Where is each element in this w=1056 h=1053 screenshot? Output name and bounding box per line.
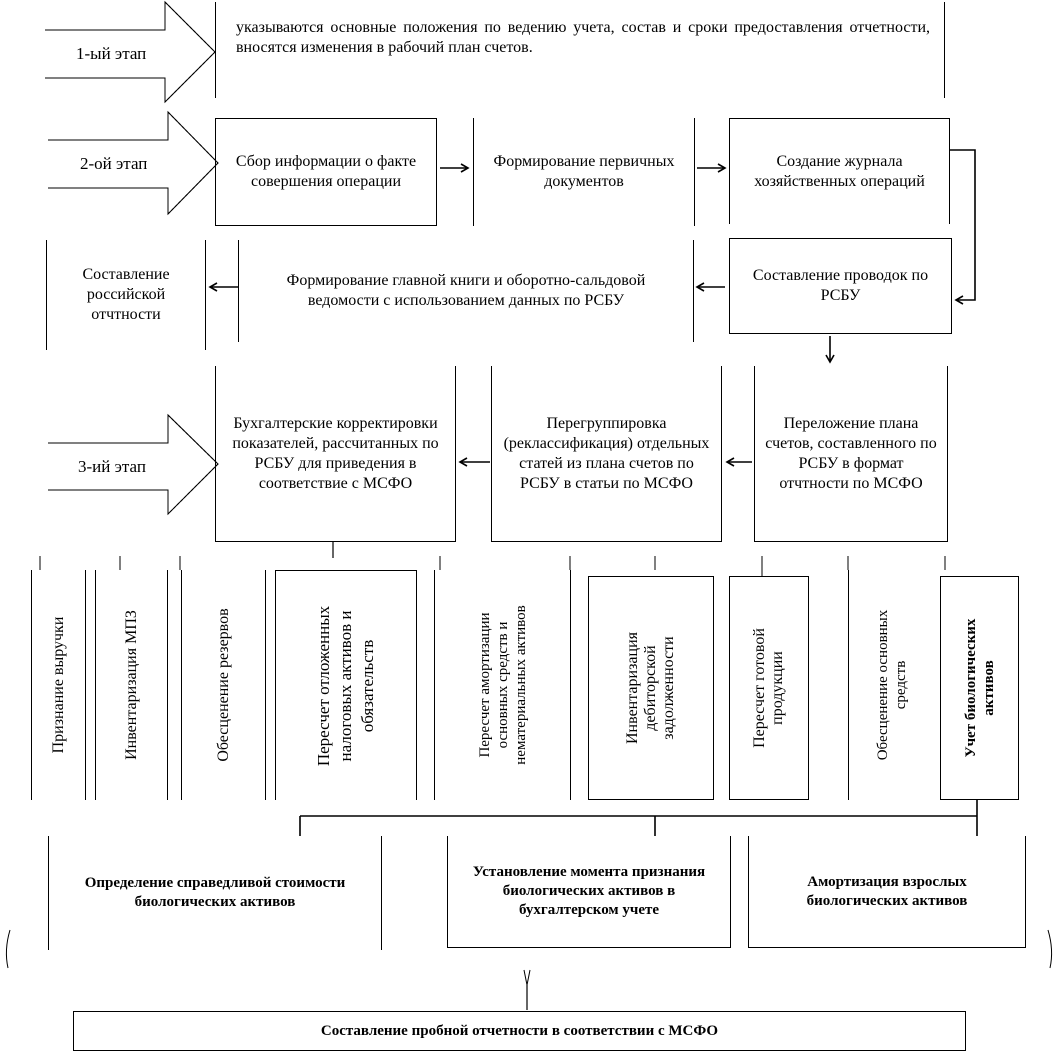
- regroup-box: Перегруппировка (реклассификация) отдель…: [491, 366, 722, 542]
- vertical-item-label: Пересчет амортизации основных средств и …: [476, 605, 529, 765]
- left-bracket: [5, 929, 11, 969]
- vertical-item-bio-assets: Учет биологических активов: [940, 576, 1019, 800]
- stage3-label: 3-ий этап: [78, 457, 146, 476]
- vertical-item-label: Пересчет отложенных налоговых активов и …: [314, 605, 377, 766]
- adjustments-box: Бухгалтерские корректировки показателей,…: [215, 366, 456, 542]
- vertical-item-reserves: Обесценение резервов: [181, 570, 266, 800]
- primary-docs-box: Формирование первичных документов: [473, 118, 695, 226]
- collect-info-box: Сбор информации о факте совершения опера…: [215, 118, 437, 226]
- vertical-item-label: Обесценение основных средств: [874, 609, 909, 761]
- recognition-box: Установление момента признания биологиче…: [447, 836, 731, 948]
- final-wedge: [523, 969, 531, 986]
- vertical-item-deferred-tax: Пересчет отложенных налоговых активов и …: [275, 570, 417, 800]
- vertical-item-label: Обесценение резервов: [214, 608, 232, 762]
- vertical-item-depreciation: Пересчет амортизации основных средств и …: [434, 570, 571, 800]
- stage3-arrow: [48, 413, 219, 516]
- stage1-label: 1-ый этап: [76, 44, 147, 63]
- vertical-item-receivables: Инвентаризация дебиторской задолженности: [588, 576, 714, 800]
- stage1-description: указываются основные положения по ведени…: [215, 2, 945, 98]
- stage2-arrow: [48, 110, 219, 216]
- bio-branch: [299, 800, 978, 836]
- vertical-item-label: Инвентаризация дебиторской задолженности: [624, 632, 677, 744]
- fair-value-box: Определение справедливой стоимости биоло…: [48, 836, 382, 950]
- vertical-item-label: Учет биологических активов: [962, 618, 997, 758]
- amortization-box: Амортизация взрослых биологических актив…: [748, 836, 1026, 948]
- vertical-item-label: Признание выручки: [49, 616, 67, 754]
- stage2-label: 2-ой этап: [80, 154, 148, 173]
- russian-report-box: Составление российской отчтности: [46, 240, 206, 350]
- ledger-box: Формирование главной книги и оборотно-са…: [238, 240, 694, 342]
- remap-box: Переложение плана счетов, составленного …: [754, 366, 948, 542]
- column-ticks: [39, 556, 946, 576]
- arrow-journal-to-entries: [950, 149, 976, 305]
- vertical-item-fixed-assets: Обесценение основных средств: [848, 570, 934, 800]
- final-report-box: Составление пробной отчетности в соответ…: [73, 1011, 966, 1051]
- entries-box: Составление проводок по РСБУ: [729, 238, 952, 334]
- journal-box: Создание журнала хозяйственных операций: [729, 118, 950, 224]
- right-bracket: [1047, 929, 1053, 969]
- vertical-item-revenue: Признание выручки: [31, 570, 86, 800]
- vertical-item-label: Пересчет готовой продукции: [751, 628, 786, 748]
- vertical-item-finished-goods: Пересчет готовой продукции: [729, 576, 809, 800]
- vertical-item-inventory-mpz: Инвентаризация МПЗ: [95, 570, 168, 800]
- vertical-item-label: Инвентаризация МПЗ: [122, 610, 140, 760]
